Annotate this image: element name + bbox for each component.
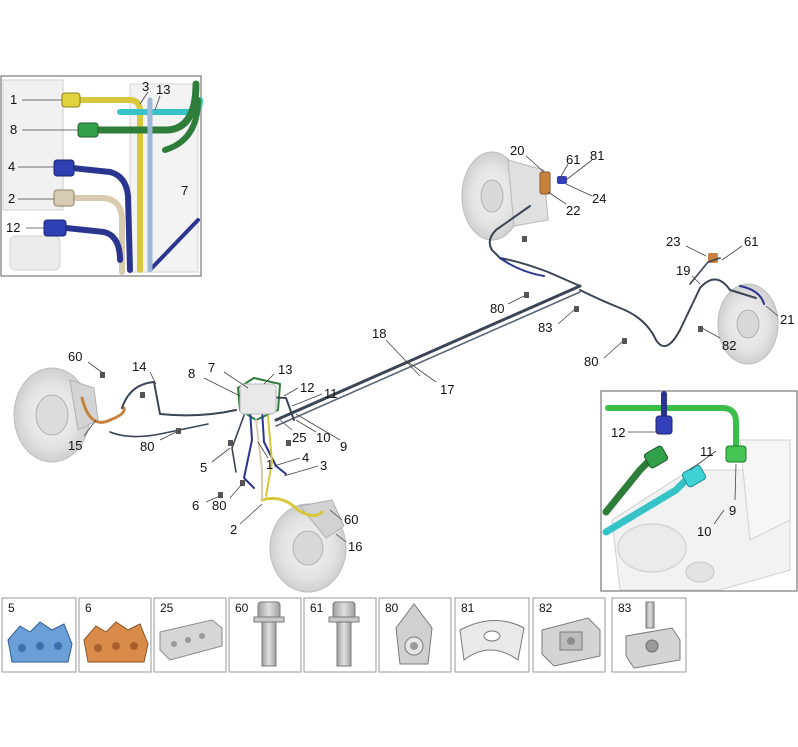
part-number: 80 <box>385 601 399 615</box>
callout-8: 8 <box>10 122 17 137</box>
callout-12: 12 <box>611 425 625 440</box>
part-number: 82 <box>539 601 553 615</box>
inset-top-left: 1 3 13 8 4 2 12 7 <box>0 75 203 277</box>
part-number: 81 <box>461 601 475 615</box>
callout-13: 13 <box>278 362 292 377</box>
callout-18: 18 <box>372 326 386 341</box>
brake-disc-rear-left <box>461 151 567 241</box>
callout-23: 23 <box>666 234 680 249</box>
pipe-clip-grey-icon <box>159 619 223 661</box>
part-tile-25: 25 <box>153 597 227 673</box>
callout-17: 17 <box>440 382 454 397</box>
main-diagram: 60 14 7 13 8 12 11 15 80 25 10 9 5 <box>13 143 794 593</box>
part-tile-83: 83 <box>611 597 687 673</box>
callout-10: 10 <box>697 524 711 539</box>
bolt-icon <box>328 601 360 667</box>
part-number: 6 <box>85 601 92 615</box>
callout-82: 82 <box>722 338 736 353</box>
callout-22: 22 <box>566 203 580 218</box>
callout-2: 2 <box>230 522 237 537</box>
part-number: 61 <box>310 601 324 615</box>
callout-3: 3 <box>142 79 149 94</box>
callout-12: 12 <box>6 220 20 235</box>
part-number: 25 <box>160 601 174 615</box>
callout-14: 14 <box>132 359 146 374</box>
callout-7: 7 <box>208 360 215 375</box>
callout-80-front-left: 80 <box>140 439 154 454</box>
pipe-clip-orange-icon <box>83 621 149 663</box>
inset-right-callouts: 12 11 9 10 <box>611 425 737 539</box>
callout-25: 25 <box>292 430 306 445</box>
part-number: 5 <box>8 601 15 615</box>
callout-4: 4 <box>302 450 309 465</box>
callout-24: 24 <box>592 191 606 206</box>
spring-clip-icon <box>459 619 525 661</box>
callout-16: 16 <box>348 539 362 554</box>
main-callouts: 60 14 7 13 8 12 11 15 80 25 10 9 5 <box>68 143 794 554</box>
callout-1: 1 <box>10 92 17 107</box>
part-tile-6: 6 <box>78 597 152 673</box>
callout-13: 13 <box>156 82 170 97</box>
callout-2: 2 <box>8 191 15 206</box>
brake-disc-front-right <box>260 496 347 593</box>
callout-8: 8 <box>188 366 195 381</box>
callout-80-rear-left: 80 <box>490 301 504 316</box>
bolt-icon <box>253 601 285 667</box>
callout-5: 5 <box>200 460 207 475</box>
callout-1: 1 <box>266 457 273 472</box>
callout-80-front-center: 80 <box>212 498 226 513</box>
part-number: 83 <box>618 601 632 615</box>
callout-61-rear-left: 61 <box>566 152 580 167</box>
callout-19: 19 <box>676 263 690 278</box>
pipe-clip-blue-icon <box>7 621 73 663</box>
callout-80-rear-right: 80 <box>584 354 598 369</box>
inset-right: 12 11 9 10 <box>600 390 798 592</box>
callout-81: 81 <box>590 148 604 163</box>
part-tile-5: 5 <box>1 597 77 673</box>
callout-9: 9 <box>340 439 347 454</box>
callout-60-front-left: 60 <box>68 349 82 364</box>
plastic-clip-icon <box>395 603 433 665</box>
brake-disc-rear-right <box>708 253 779 365</box>
callout-60-front-right: 60 <box>344 512 358 527</box>
callout-15: 15 <box>68 438 82 453</box>
callout-4: 4 <box>8 159 15 174</box>
stud-clip-icon <box>625 601 681 669</box>
callout-61-rear-right: 61 <box>744 234 758 249</box>
part-tile-60: 60 <box>228 597 302 673</box>
fastener-markers <box>100 236 703 498</box>
brake-pipe-network <box>109 205 765 501</box>
callout-11: 11 <box>700 444 714 459</box>
callout-3: 3 <box>320 458 327 473</box>
callout-11: 11 <box>324 386 338 401</box>
parts-strip: 5 6 25 60 <box>1 597 687 673</box>
callout-21: 21 <box>780 312 794 327</box>
inset-top-left-callouts: 1 3 13 8 4 2 12 7 <box>6 79 188 235</box>
callout-7: 7 <box>181 183 188 198</box>
part-tile-61: 61 <box>303 597 377 673</box>
callout-10: 10 <box>316 430 330 445</box>
callout-6: 6 <box>192 498 199 513</box>
nut-clip-icon <box>541 617 601 667</box>
part-tile-81: 81 <box>454 597 530 673</box>
part-tile-80: 80 <box>378 597 452 673</box>
callout-9: 9 <box>729 503 736 518</box>
part-tile-82: 82 <box>532 597 606 673</box>
brake-disc-front-left <box>13 367 126 463</box>
callout-83: 83 <box>538 320 552 335</box>
part-number: 60 <box>235 601 249 615</box>
callout-20: 20 <box>510 143 524 158</box>
callout-12: 12 <box>300 380 314 395</box>
